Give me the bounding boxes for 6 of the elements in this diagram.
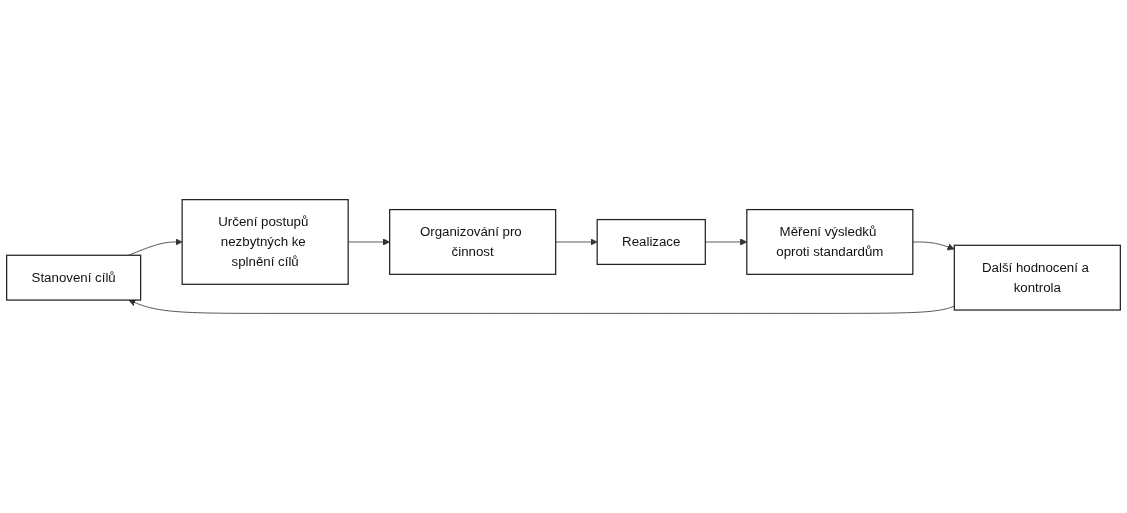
- node-box: Měření výsledků oproti standardům: [746, 208, 914, 275]
- node-box: Realizace: [596, 218, 706, 265]
- node-box: Stanovení cílů: [6, 254, 142, 301]
- node-box: Určení postupů nezbytných ke splnění cílů: [181, 199, 349, 285]
- node-box: Organizování pro činnost: [389, 208, 557, 275]
- node-box: Další hodnocení a kontrola: [953, 244, 1121, 311]
